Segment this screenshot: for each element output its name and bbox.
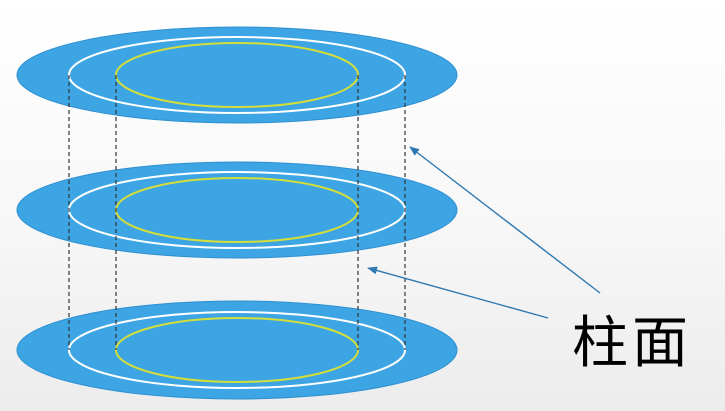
cylinder-lines: [68, 75, 406, 350]
disk-bottom: [16, 300, 458, 400]
platter-bottom: [16, 300, 458, 400]
platter-top: [16, 26, 458, 124]
disk-middle: [16, 161, 458, 259]
arrow-to-inner-cylinder: [367, 266, 549, 319]
arrow-to-outer-cylinder: [409, 146, 601, 294]
platter-middle: [16, 161, 458, 259]
cylinder-label: 柱面: [572, 311, 692, 376]
disk-top: [16, 26, 458, 124]
